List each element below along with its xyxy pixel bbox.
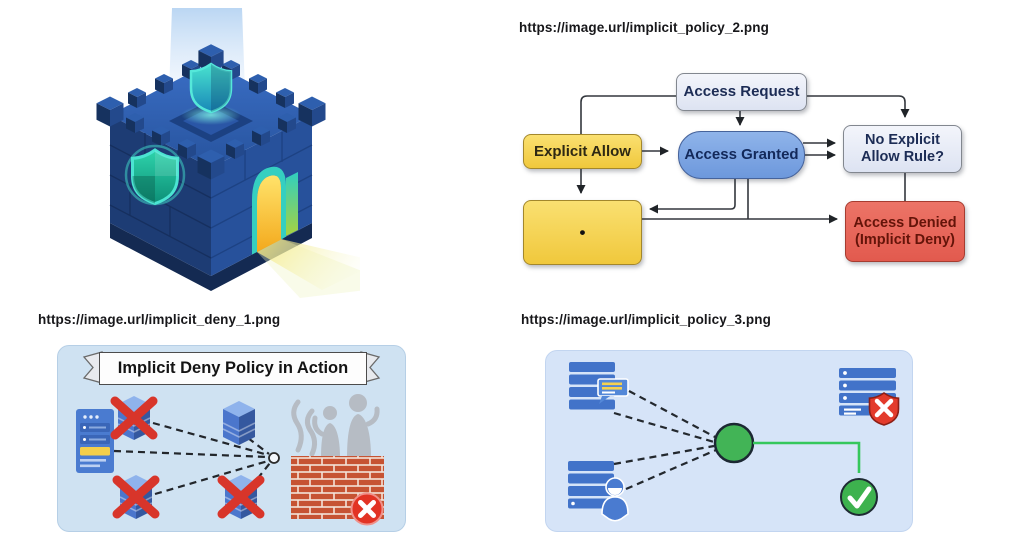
chat-icon — [597, 378, 629, 404]
flow-node-access-request: Access Request — [676, 73, 807, 111]
server-cube-allowed — [222, 400, 256, 446]
castle-door — [252, 166, 298, 255]
deny-scene — [76, 394, 384, 526]
intruders-silhouette — [291, 394, 380, 458]
deny-infographic-panel: Implicit Deny Policy in Action — [57, 345, 406, 532]
flowchart: Access Request Explicit Allow Access Gra… — [500, 55, 1024, 290]
junction-node-icon — [268, 452, 280, 464]
policy-eval-panel — [545, 350, 913, 532]
server-stack-user-icon — [568, 461, 629, 522]
flow-node-no-explicit-rule: No Explicit Allow Rule? — [843, 125, 962, 173]
shield-top-icon — [181, 62, 241, 125]
deny-badge-x-icon — [350, 492, 384, 526]
caption-policy3: https://image.url/implicit_policy_3.png — [521, 312, 771, 327]
castle-figure — [60, 0, 400, 300]
allow-check-icon — [840, 478, 878, 516]
flowchart-connectors — [576, 95, 910, 224]
flow-node-implicit-placeholder: • — [523, 200, 642, 265]
server-cube-denied-3 — [222, 474, 260, 520]
user-icon — [601, 477, 629, 522]
server-stack-requests-icon — [569, 362, 629, 410]
flow-node-explicit-allow: Explicit Allow — [523, 134, 642, 169]
server-cube-denied-2 — [117, 474, 155, 520]
server-cube-denied-1 — [115, 395, 153, 441]
dashed-links — [613, 390, 717, 491]
banner-title: Implicit Deny Policy in Action — [99, 352, 367, 385]
shield-wall-icon — [124, 144, 186, 206]
door-light-spill — [257, 239, 400, 298]
caption-deny1: https://image.url/implicit_deny_1.png — [38, 312, 281, 327]
caption-policy2: https://image.url/implicit_policy_2.png — [519, 20, 769, 35]
shield-x-icon — [868, 392, 900, 426]
flow-node-access-granted: Access Granted — [678, 131, 805, 179]
flow-node-access-denied: Access Denied (Implicit Deny) — [845, 201, 965, 262]
policy-eval-scene — [568, 362, 900, 522]
allow-path-line — [753, 441, 861, 473]
castle-illustration — [96, 8, 400, 298]
server-stack-denied-icon — [839, 368, 900, 426]
policy-node-icon — [713, 422, 755, 464]
server-rack-icon — [76, 409, 114, 473]
